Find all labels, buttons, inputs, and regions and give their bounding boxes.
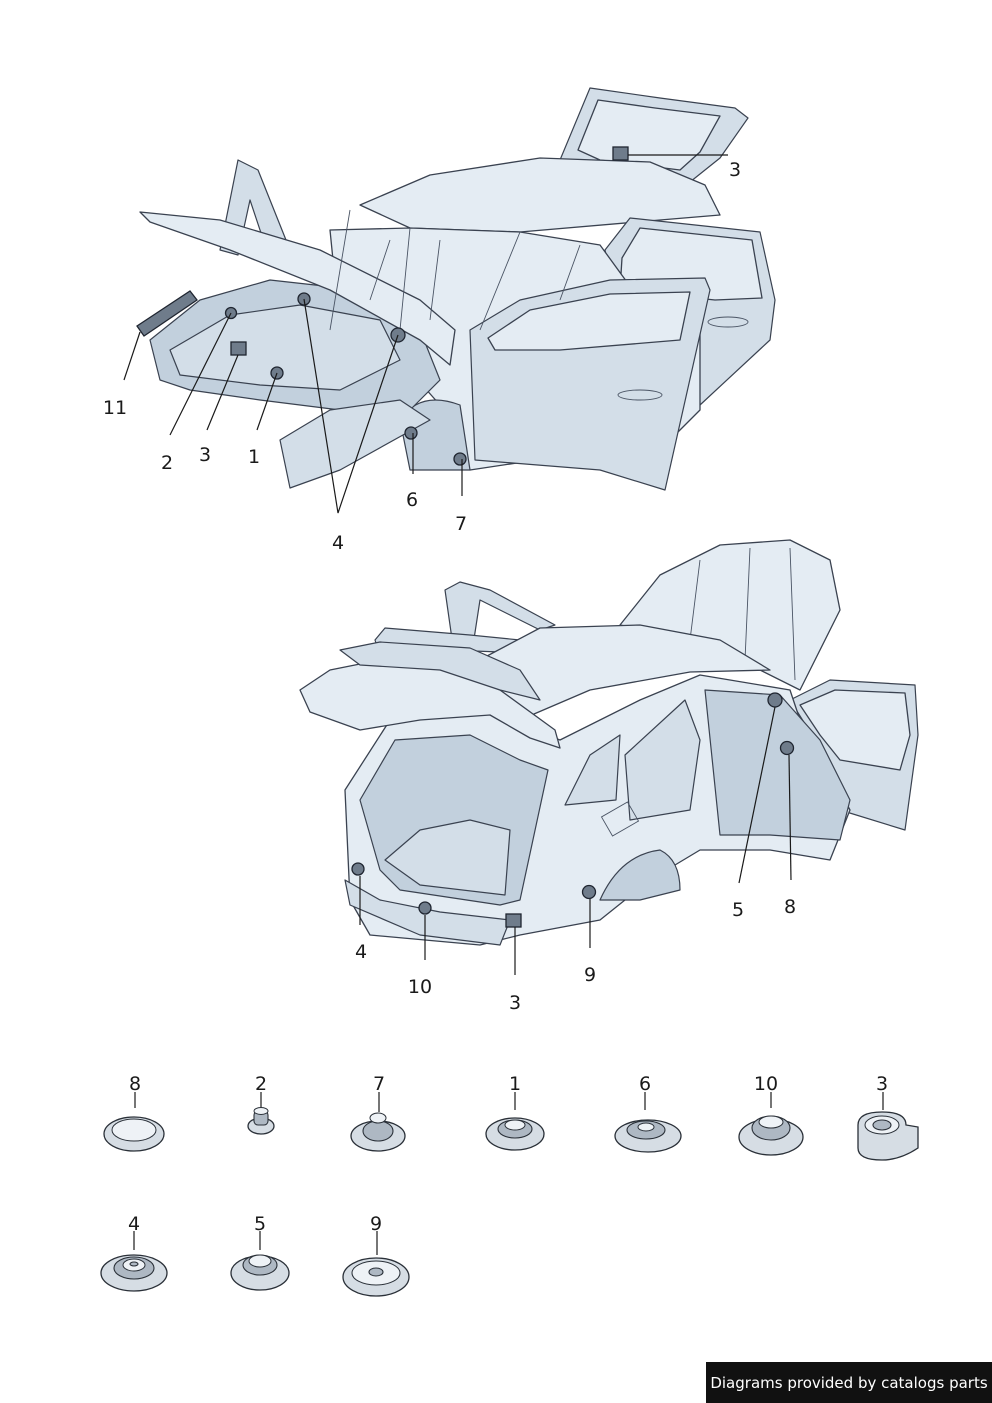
sealing-patch-marker bbox=[612, 146, 629, 161]
sealing-patch-marker bbox=[230, 341, 247, 356]
part-4-grommet: 4 bbox=[100, 1213, 168, 1292]
part-6-plug: 6 bbox=[614, 1073, 682, 1153]
plug-marker bbox=[418, 901, 432, 915]
part-number: 3 bbox=[876, 1073, 888, 1095]
part-number: 1 bbox=[509, 1073, 521, 1095]
part-8-grommet: 8 bbox=[103, 1073, 165, 1152]
callout-label: 10 bbox=[408, 976, 432, 998]
part-number: 4 bbox=[128, 1213, 140, 1235]
part-number: 9 bbox=[370, 1213, 382, 1235]
callout-label: 2 bbox=[161, 452, 173, 474]
plug-marker bbox=[581, 884, 597, 900]
plug-marker bbox=[453, 452, 467, 466]
sealing-tape-marker bbox=[136, 290, 198, 337]
front-view-car-body bbox=[139, 87, 776, 491]
part-number: 7 bbox=[373, 1073, 385, 1095]
part-number: 2 bbox=[255, 1073, 267, 1095]
front-view-callouts: 3 11 2 3 1 6 7 4 bbox=[103, 159, 741, 554]
callout-label: 3 bbox=[199, 444, 211, 466]
footer-credit-text: Diagrams provided by catalogs parts bbox=[710, 1373, 988, 1392]
part-10-grommet: 10 bbox=[738, 1073, 804, 1156]
callout-label: 4 bbox=[332, 532, 344, 554]
sealing-patch-marker bbox=[505, 913, 522, 928]
rear-view-plug-markers bbox=[351, 692, 795, 928]
part-9-grommet: 9 bbox=[342, 1213, 410, 1297]
callout-label: 4 bbox=[355, 941, 367, 963]
callout-label: 9 bbox=[584, 964, 596, 986]
plug-marker bbox=[351, 862, 365, 876]
callout-label: 11 bbox=[103, 397, 127, 419]
parts-legend: 8 2 7 1 6 bbox=[100, 1073, 919, 1297]
callout-label: 6 bbox=[406, 489, 418, 511]
rear-view-car-body bbox=[299, 539, 919, 946]
callout-label: 3 bbox=[729, 159, 741, 181]
rear-view-callouts: 5 8 4 10 3 9 bbox=[355, 896, 796, 1014]
callout-label: 5 bbox=[732, 899, 744, 921]
plug-marker bbox=[767, 692, 783, 708]
callout-label: 3 bbox=[509, 992, 521, 1014]
plug-marker bbox=[404, 426, 418, 440]
part-number: 6 bbox=[639, 1073, 651, 1095]
front-view-leader-lines bbox=[123, 154, 728, 514]
part-1-plug: 1 bbox=[485, 1073, 545, 1151]
parts-diagram: 3 11 2 3 1 6 7 4 bbox=[100, 87, 919, 1297]
part-number: 10 bbox=[754, 1073, 778, 1095]
callout-label: 7 bbox=[455, 513, 467, 535]
part-5-grommet: 5 bbox=[230, 1213, 290, 1291]
part-3-sealing-tape-roll: 3 bbox=[857, 1073, 919, 1161]
plug-marker bbox=[779, 740, 795, 756]
part-7-plug: 7 bbox=[350, 1073, 406, 1152]
rear-view-leader-lines bbox=[359, 706, 792, 975]
callout-label: 1 bbox=[248, 446, 260, 468]
part-number: 8 bbox=[129, 1073, 141, 1095]
part-number: 5 bbox=[254, 1213, 266, 1235]
footer-credit-badge: Diagrams provided by catalogs parts bbox=[706, 1362, 992, 1403]
callout-label: 8 bbox=[784, 896, 796, 918]
part-2-plug: 2 bbox=[247, 1073, 275, 1135]
